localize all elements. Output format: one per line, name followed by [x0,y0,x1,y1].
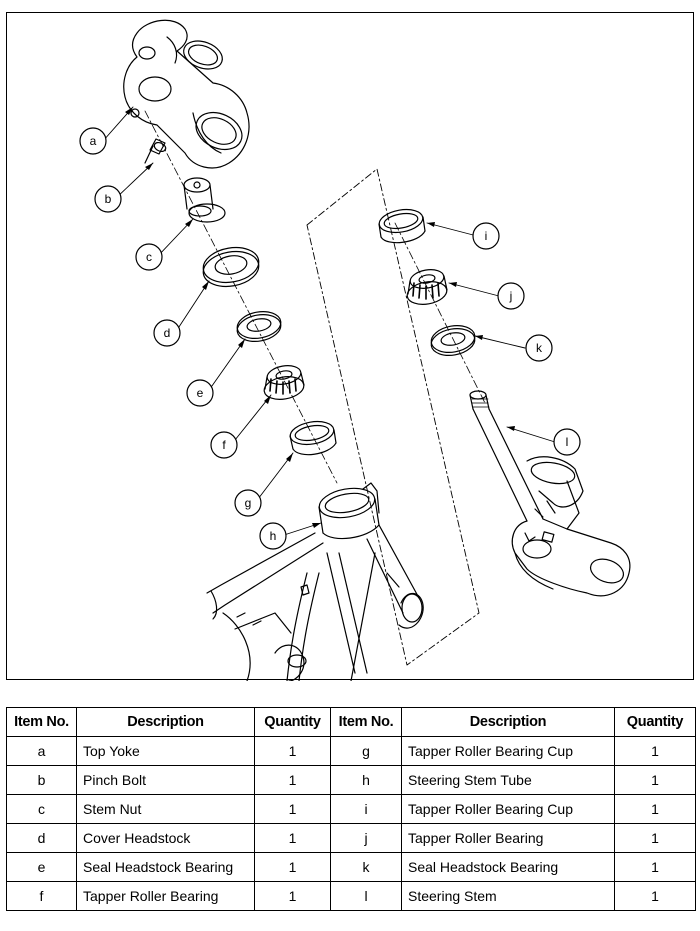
quantity-cell: 1 [614,736,696,766]
quantity-cell: 1 [254,823,331,853]
table-row: b Pinch Bolt 1 h Steering Stem Tube 1 [6,765,696,795]
table-header-row: Item No. Description Quantity Item No. D… [6,707,696,737]
stem-nut-part [183,177,226,223]
item-no-cell: d [6,823,77,853]
seal-headstock-bearing-upper-part [430,325,476,356]
quantity-cell: 1 [254,881,331,911]
header-quantity-left: Quantity [254,707,331,737]
callout-a-label: a [90,134,97,148]
quantity-cell: 1 [254,852,331,882]
table-row: f Tapper Roller Bearing 1 l Steering Ste… [6,881,696,911]
callout-g: g [234,489,262,517]
description-cell: Seal Headstock Bearing [401,852,615,882]
quantity-cell: 1 [614,794,696,824]
item-no-cell: e [6,852,77,882]
callout-e: e [186,379,214,407]
item-no-cell: j [330,823,402,853]
callout-d: d [153,319,181,347]
description-cell: Stem Nut [76,794,255,824]
callout-g-label: g [245,496,252,510]
item-no-cell: i [330,794,402,824]
description-cell: Tapper Roller Bearing Cup [401,794,615,824]
bearing-cup-upper-part [378,208,426,244]
cover-headstock-part [202,246,260,288]
top-yoke-part [123,19,250,169]
callout-f: f [210,431,238,459]
diagram-svg: a b c d e f g h [79,19,631,681]
table-row: e Seal Headstock Bearing 1 k Seal Headst… [6,852,696,882]
item-no-cell: c [6,794,77,824]
quantity-cell: 1 [614,823,696,853]
description-cell: Steering Stem Tube [401,765,615,795]
assembly-axis-left [144,110,338,484]
callout-l: l [553,428,581,456]
callout-a: a [79,127,107,155]
quantity-cell: 1 [614,881,696,911]
callout-j-label: j [509,289,513,303]
callout-c-label: c [146,250,152,264]
callout-c: c [135,243,163,271]
table-row: c Stem Nut 1 i Tapper Roller Bearing Cup… [6,794,696,824]
quantity-cell: 1 [254,736,331,766]
steering-stem-part [469,390,631,597]
callout-i: i [472,222,500,250]
seal-headstock-bearing-part [236,311,282,342]
steering-stem-tube-part [206,482,424,681]
description-cell: Steering Stem [401,881,615,911]
quantity-cell: 1 [614,852,696,882]
description-cell: Tapper Roller Bearing [76,881,255,911]
description-cell: Tapper Roller Bearing Cup [401,736,615,766]
callout-b: b [94,185,122,213]
description-cell: Top Yoke [76,736,255,766]
callout-b-label: b [105,192,112,206]
callout-l-label: l [566,435,569,449]
description-cell: Tapper Roller Bearing [401,823,615,853]
item-no-cell: l [330,881,402,911]
description-cell: Pinch Bolt [76,765,255,795]
header-quantity-right: Quantity [614,707,696,737]
item-no-cell: b [6,765,77,795]
callout-h: h [259,522,287,550]
callout-i-label: i [485,229,488,243]
exploded-diagram: a b c d e f g h [6,12,694,681]
table-row: d Cover Headstock 1 j Tapper Roller Bear… [6,823,696,853]
item-no-cell: a [6,736,77,766]
quantity-cell: 1 [614,765,696,795]
pinch-bolt-part [144,138,167,164]
header-item-no-right: Item No. [330,707,402,737]
item-no-cell: k [330,852,402,882]
callout-k-label: k [536,341,543,355]
header-description-right: Description [401,707,615,737]
parts-table: Item No. Description Quantity Item No. D… [6,707,696,911]
item-no-cell: g [330,736,402,766]
description-cell: Cover Headstock [76,823,255,853]
leader-arrowheads [125,107,515,528]
item-no-cell: h [330,765,402,795]
bearing-cup-lower-part [289,420,337,456]
callout-d-label: d [164,326,171,340]
callout-h-label: h [270,529,277,543]
header-item-no-left: Item No. [6,707,77,737]
table-row: a Top Yoke 1 g Tapper Roller Bearing Cup… [6,736,696,766]
callout-e-label: e [197,386,204,400]
taper-roller-bearing-part [263,365,305,400]
item-no-cell: f [6,881,77,911]
header-description-left: Description [76,707,255,737]
quantity-cell: 1 [254,794,331,824]
callout-k: k [525,334,553,362]
callout-f-label: f [222,438,226,452]
quantity-cell: 1 [254,765,331,795]
callout-j: j [497,282,525,310]
description-cell: Seal Headstock Bearing [76,852,255,882]
dashed-group-outline [306,168,480,666]
taper-roller-bearing-upper-part [406,269,448,305]
leader-lines [102,106,556,537]
assembly-axis-right [394,222,486,404]
